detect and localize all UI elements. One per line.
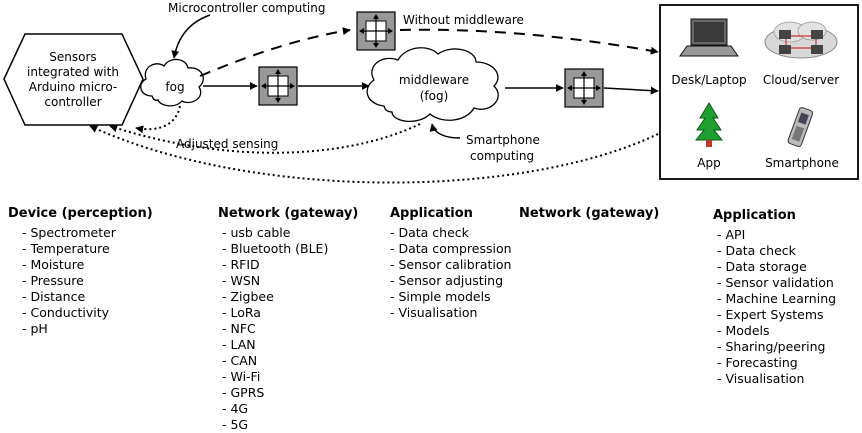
- list-item: Sensor validation: [717, 275, 836, 291]
- sensors-label-line: controller: [44, 95, 101, 109]
- list-item: Simple models: [390, 289, 512, 305]
- list-item: Sensor adjusting: [390, 273, 512, 289]
- list-item: GPRS: [222, 385, 358, 401]
- network-gateway-column: Network (gateway) usb cable Bluetooth (B…: [218, 206, 358, 433]
- fog-cloud: fog: [140, 58, 204, 107]
- list-item: Visualisation: [717, 371, 836, 387]
- arrow-gateway-to-devices: [603, 86, 659, 95]
- list-item: CAN: [222, 353, 358, 369]
- desk-laptop-label: Desk/Laptop: [671, 73, 746, 87]
- column-title: Device (perception): [8, 206, 153, 221]
- feedback-middleware-to-sensors: [109, 123, 421, 154]
- list-item: Data check: [390, 225, 512, 241]
- list-item: Moisture: [22, 257, 153, 273]
- list-item: Temperature: [22, 241, 153, 257]
- list-item: Forecasting: [717, 355, 836, 371]
- fog-label: fog: [165, 80, 184, 94]
- list-item: Visualisation: [390, 305, 512, 321]
- list-item: Spectrometer: [22, 225, 153, 241]
- cloud-server-label: Cloud/server: [763, 73, 839, 87]
- list-item: usb cable: [222, 225, 358, 241]
- list-item: Conductivity: [22, 305, 153, 321]
- list-item: Data storage: [717, 259, 836, 275]
- list-item: WSN: [222, 273, 358, 289]
- feedback-fog-to-sensors: [135, 105, 181, 134]
- list-item: pH: [22, 321, 153, 337]
- arrow-microcontroller-computing: [171, 14, 211, 59]
- smartphone-computing-label: Smartphone: [466, 133, 540, 147]
- list-item: Sharing/peering: [717, 339, 836, 355]
- list-item: Sensor calibration: [390, 257, 512, 273]
- list-item: API: [717, 227, 836, 243]
- list-item: Models: [717, 323, 836, 339]
- gateway-right-icon: [564, 68, 604, 108]
- sensors-node: Sensors integrated with Arduino micro- c…: [3, 33, 144, 126]
- column-title: Network (gateway): [218, 206, 359, 221]
- list-item: Expert Systems: [717, 307, 836, 323]
- arrow-without-middleware: [399, 28, 659, 55]
- smartphone-label: Smartphone: [765, 156, 839, 170]
- middleware-label: middleware: [399, 73, 469, 87]
- sensors-label-line: integrated with: [27, 65, 119, 79]
- column-title: Application: [390, 206, 473, 221]
- adjusted-sensing-label: Adjusted sensing: [176, 137, 278, 151]
- sensors-label-line: Arduino micro-: [29, 80, 117, 94]
- list-item: 5G: [222, 417, 358, 433]
- arrow-without-middleware: [199, 27, 351, 77]
- smartphone-icon: [787, 107, 814, 147]
- list-item: NFC: [222, 321, 358, 337]
- end-devices-box: Desk/Laptop Cloud/server App: [659, 4, 859, 180]
- list-item: RFID: [222, 257, 358, 273]
- gateway-top-icon: [356, 11, 396, 51]
- microcontroller-computing-label: Microcontroller computing: [168, 1, 325, 15]
- list-item: LoRa: [222, 305, 358, 321]
- list-item: Data check: [717, 243, 836, 259]
- arrow-smartphone-computing: [429, 123, 461, 139]
- device-perception-column: Device (perception) Spectrometer Tempera…: [8, 206, 153, 337]
- middleware-cloud: middleware (fog): [366, 47, 499, 122]
- application-cloud-column: Application API Data check Data storage …: [713, 208, 836, 387]
- list-item: LAN: [222, 337, 358, 353]
- laptop-icon: [679, 18, 739, 57]
- column-title: Network (gateway): [519, 206, 660, 221]
- architecture-diagram: Sensors integrated with Arduino micro- c…: [3, 1, 859, 184]
- list-item: 4G: [222, 401, 358, 417]
- list-item: Data compression: [390, 241, 511, 257]
- feedback-devices-to-sensors: [89, 125, 659, 184]
- smartphone-computing-label: computing: [470, 149, 534, 163]
- app-label: App: [697, 156, 720, 170]
- list-item: Distance: [22, 289, 153, 305]
- app-tree-icon: [694, 102, 724, 147]
- gateway-left-icon: [258, 66, 298, 106]
- without-middleware-label: Without middleware: [403, 13, 524, 27]
- cloud-server-icon: [764, 21, 838, 59]
- list-item: Machine Learning: [717, 291, 836, 307]
- column-title: Application: [713, 208, 796, 223]
- list-item: Wi-Fi: [222, 369, 358, 385]
- list-item: Bluetooth (BLE): [222, 241, 358, 257]
- network-gateway-column-2: Network (gateway): [519, 206, 659, 225]
- list-item: Zigbee: [222, 289, 358, 305]
- middleware-label: (fog): [420, 89, 449, 103]
- sensors-label-line: Sensors: [49, 50, 96, 64]
- application-fog-column: Application Data check Data compression …: [390, 206, 512, 321]
- list-item: Pressure: [22, 273, 153, 289]
